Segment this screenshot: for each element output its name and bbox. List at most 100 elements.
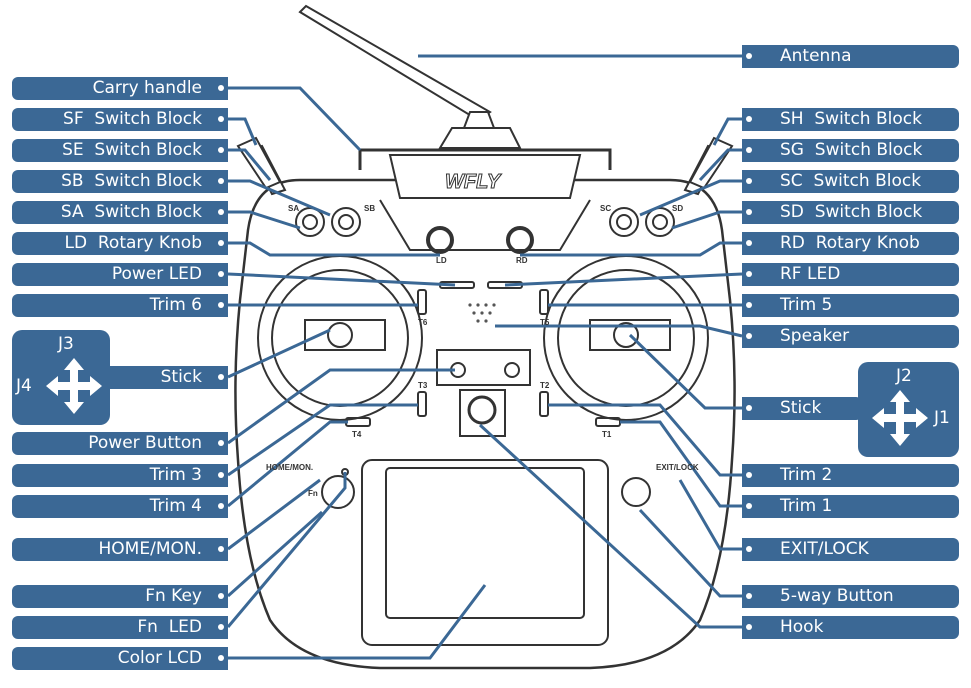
leader-trim1	[620, 420, 742, 508]
hook	[467, 395, 497, 425]
mark-t3: T3	[418, 381, 428, 390]
label-trim6: Trim 6	[12, 294, 228, 317]
label-sa-switch: SA Switch Block	[12, 201, 228, 224]
trim-5	[539, 289, 549, 315]
leader-trim3	[227, 403, 418, 477]
axis-j1: J1	[934, 408, 950, 428]
label-sf-switch: SF Switch Block	[12, 108, 228, 131]
label-se-switch: SE Switch Block	[12, 139, 228, 162]
label-rf-led: RF LED	[742, 263, 959, 286]
label-exit-lock: EXIT/LOCK	[742, 538, 959, 561]
label-antenna: Antenna	[742, 45, 959, 68]
color-lcd-frame	[361, 459, 609, 646]
leader-sh	[712, 117, 742, 146]
leader-hook	[478, 423, 742, 629]
label-sh-switch: SH Switch Block	[742, 108, 959, 131]
mark-t5: T5	[540, 318, 550, 327]
leader-trim4	[227, 420, 348, 508]
four-way-arrow-icon	[46, 358, 102, 414]
label-color-lcd: Color LCD	[12, 647, 228, 670]
label-speaker: Speaker	[742, 325, 959, 348]
mark-t2: T2	[540, 381, 550, 390]
four-way-arrow-icon	[872, 390, 928, 446]
mark-sc: SC	[600, 204, 611, 213]
fn-key	[321, 475, 355, 509]
leader-sb	[228, 179, 331, 217]
brand-logo: WFLY	[445, 171, 502, 193]
right-stick	[613, 322, 639, 348]
rd-knob	[506, 226, 534, 254]
leader-fn-key	[227, 510, 323, 598]
leader-stick-right	[628, 333, 742, 410]
left-stick-axes-box: J3 J4	[12, 330, 110, 425]
leader-carry-handle	[228, 86, 362, 152]
leader-home	[227, 478, 321, 551]
label-sb-switch: SB Switch Block	[12, 170, 228, 193]
mark-t6: T6	[418, 318, 428, 327]
leader-trim2	[548, 403, 742, 477]
label-power-button: Power Button	[12, 432, 228, 455]
mark-ld: LD	[436, 256, 447, 265]
label-trim4: Trim 4	[12, 495, 228, 518]
antenna	[298, 4, 492, 122]
leader-se	[228, 148, 272, 181]
label-hook: Hook	[742, 616, 959, 639]
mark-rd: RD	[516, 256, 528, 265]
leader-fn-led	[226, 472, 347, 628]
mark-t1: T1	[602, 430, 612, 439]
mark-sa: SA	[288, 204, 299, 213]
left-stick	[327, 322, 353, 348]
ld-knob	[426, 226, 454, 254]
mark-t4: T4	[352, 430, 362, 439]
speaker	[468, 303, 496, 323]
leader-power-led	[227, 272, 456, 287]
label-trim2: Trim 2	[742, 464, 959, 487]
mark-fn: Fn	[308, 489, 318, 498]
label-sc-switch: SC Switch Block	[742, 170, 959, 193]
leader-ld	[228, 241, 440, 257]
color-lcd	[385, 467, 585, 619]
label-power-led: Power LED	[12, 263, 228, 286]
transmitter-body	[234, 178, 736, 670]
five-way-button	[621, 477, 651, 507]
label-trim5: Trim 5	[742, 294, 959, 317]
trim-6	[417, 289, 427, 315]
leader-rf-led	[504, 272, 743, 287]
leader-sa	[228, 210, 301, 230]
carry-handle	[358, 148, 612, 170]
label-rd-knob: RD Rotary Knob	[742, 232, 959, 255]
leader-sf	[228, 117, 258, 146]
switch-sb	[331, 207, 361, 237]
leader-rd	[520, 241, 742, 257]
trim-2	[539, 391, 549, 417]
leader-lcd	[228, 584, 487, 660]
right-stick-axes-box: J2 J1	[858, 362, 959, 457]
label-fn-key: Fn Key	[12, 585, 228, 608]
label-sg-switch: SG Switch Block	[742, 139, 959, 162]
switch-sc	[609, 207, 639, 237]
leader-speaker	[495, 324, 743, 338]
mark-home: HOME/MON.	[266, 463, 313, 472]
trim-3	[417, 391, 427, 417]
switch-sf-lever	[236, 136, 282, 190]
label-trim1: Trim 1	[742, 495, 959, 518]
leader-sg	[698, 148, 742, 182]
label-trim3: Trim 3	[12, 464, 228, 487]
axis-j4: J4	[16, 376, 32, 396]
label-five-way: 5-way Button	[742, 585, 959, 608]
hook-panel	[459, 389, 506, 437]
label-stick-right: Stick	[742, 397, 862, 420]
leader-sc	[639, 179, 742, 217]
label-home-mon: HOME/MON.	[12, 538, 228, 561]
leader-sd	[671, 210, 742, 230]
switch-sh-lever	[688, 136, 734, 190]
axis-j3: J3	[58, 334, 74, 354]
leader-stick-left	[227, 328, 331, 379]
label-carry-handle: Carry handle	[12, 77, 228, 100]
mark-exit: EXIT/LOCK	[656, 463, 699, 472]
label-ld-knob: LD Rotary Knob	[12, 232, 228, 255]
mark-sd: SD	[672, 204, 683, 213]
leader-exit	[678, 479, 742, 551]
mark-sb: SB	[364, 204, 375, 213]
